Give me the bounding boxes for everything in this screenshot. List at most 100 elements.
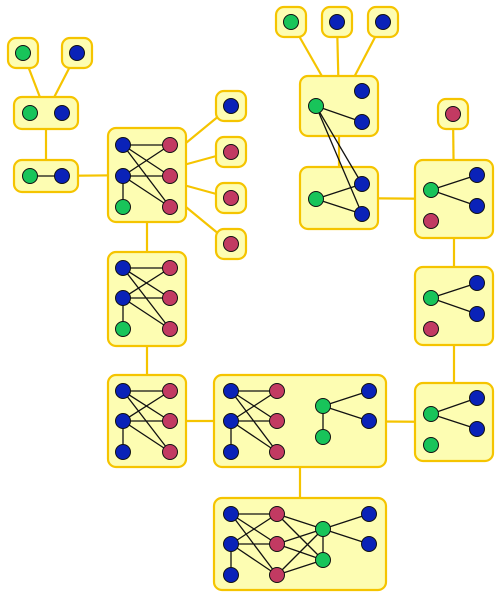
node-red (162, 168, 178, 184)
node-blue (69, 45, 85, 61)
node-blue (354, 83, 370, 99)
node-blue (469, 390, 485, 406)
node-blue (223, 444, 239, 460)
node-blue (223, 506, 239, 522)
node-green (423, 437, 439, 453)
node-green (283, 14, 299, 30)
graph-edge (315, 105, 363, 185)
graph-edge (315, 198, 363, 215)
node-blue (354, 176, 370, 192)
graph-edge (230, 513, 278, 576)
graph-edge (322, 390, 370, 407)
graph-edge (430, 397, 478, 415)
node-green (423, 290, 439, 306)
node-blue (54, 168, 70, 184)
node-blue (469, 275, 485, 291)
node-blue (469, 198, 485, 214)
graph-edge (322, 405, 370, 422)
graph-edge (122, 175, 171, 208)
node-red (162, 290, 178, 306)
graph-edge (122, 267, 171, 299)
cluster-box-bottom-big (212, 496, 388, 592)
node-red (269, 536, 285, 552)
node-blue (361, 536, 377, 552)
node-red (269, 413, 285, 429)
cluster-box-layer (6, 5, 495, 592)
node-blue (115, 444, 131, 460)
node-blue (115, 383, 131, 399)
node-red (269, 383, 285, 399)
node-blue (329, 14, 345, 30)
graph-edge (122, 297, 171, 330)
node-red (162, 444, 178, 460)
graph-edge (230, 543, 278, 576)
graph-edge (122, 390, 171, 422)
node-red (223, 144, 239, 160)
graph-edge (430, 297, 478, 315)
node-red (162, 260, 178, 276)
graph-edge (276, 543, 324, 561)
node-green (115, 321, 131, 337)
node-green (423, 182, 439, 198)
node-green (308, 191, 324, 207)
graph-edge (315, 105, 363, 123)
node-blue (469, 421, 485, 437)
node-green (315, 398, 331, 414)
node-green (15, 45, 31, 61)
node-red (162, 383, 178, 399)
node-blue (54, 105, 70, 121)
node-blue (223, 413, 239, 429)
graph-edge (230, 420, 278, 453)
node-red (162, 199, 178, 215)
node-green (315, 429, 331, 445)
graph-edge (322, 513, 370, 530)
graph-edge (276, 513, 324, 561)
node-blue (115, 137, 131, 153)
graph-edge (430, 189, 478, 207)
node-green (315, 552, 331, 568)
graph-edge (276, 559, 324, 576)
graph-edge (122, 420, 171, 453)
node-blue (115, 290, 131, 306)
node-red (269, 506, 285, 522)
graph-node-layer (15, 14, 485, 583)
graph-edge (230, 513, 278, 545)
node-red (269, 567, 285, 583)
graph-edge (430, 413, 478, 430)
node-blue (361, 413, 377, 429)
node-red (423, 213, 439, 229)
node-blue (469, 306, 485, 322)
node-green (22, 168, 38, 184)
node-green (315, 521, 331, 537)
node-blue (354, 206, 370, 222)
node-red (162, 137, 178, 153)
node-red (162, 321, 178, 337)
cluster-box-center-combo (212, 373, 388, 469)
node-blue (223, 567, 239, 583)
node-red (162, 413, 178, 429)
node-blue (223, 383, 239, 399)
graph-edge (315, 105, 363, 215)
graph-edge (122, 144, 171, 177)
node-blue (115, 168, 131, 184)
graph-edge (430, 282, 478, 299)
node-blue (223, 536, 239, 552)
graph-edge (315, 183, 363, 200)
node-red (423, 321, 439, 337)
node-blue (115, 413, 131, 429)
node-red (223, 236, 239, 252)
node-red (445, 106, 461, 122)
node-blue (361, 383, 377, 399)
graph-edge (276, 513, 324, 530)
graph-edge (230, 390, 278, 422)
node-blue (354, 114, 370, 130)
node-red (269, 444, 285, 460)
graph-edge (430, 174, 478, 191)
node-green (423, 406, 439, 422)
node-blue (223, 98, 239, 114)
node-blue (361, 506, 377, 522)
node-red (223, 190, 239, 206)
node-blue (469, 167, 485, 183)
node-green (22, 105, 38, 121)
